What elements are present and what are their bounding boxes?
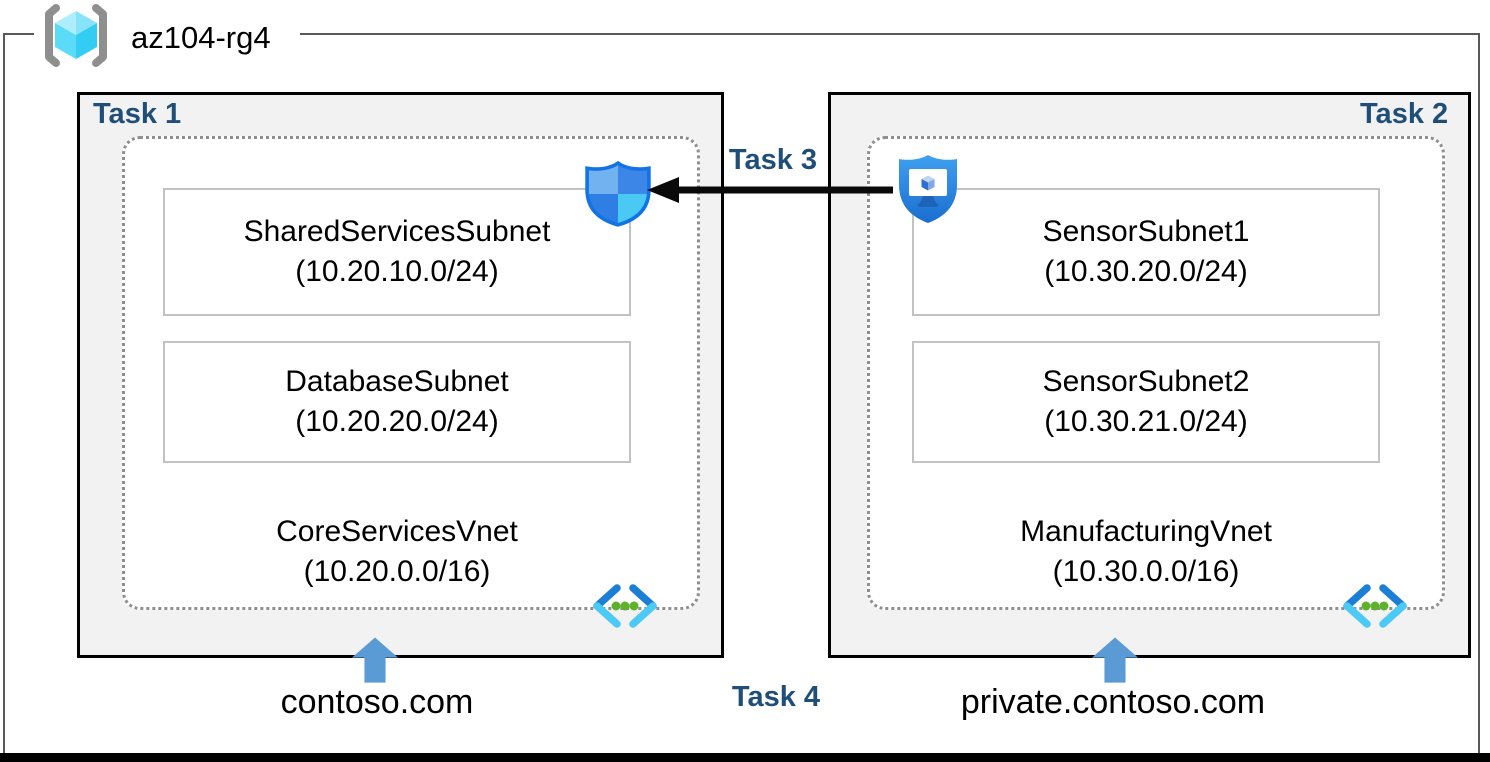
- subnet-cidr: (10.30.20.0/24): [1044, 255, 1248, 288]
- vnet-name: CoreServicesVnet: [276, 515, 518, 548]
- vnet-cidr: (10.30.0.0/16): [1052, 555, 1240, 588]
- task4-label: Task 4: [731, 681, 821, 713]
- vnet-cidr: (10.20.0.0/16): [303, 555, 491, 588]
- resource-group-name: az104-rg4: [131, 20, 271, 55]
- subnet-name: SharedServicesSubnet: [243, 215, 551, 248]
- subnet-cidr: (10.20.10.0/24): [295, 255, 499, 288]
- private-dns-zone-label: private.contoso.com: [960, 683, 1266, 721]
- virtual-network-icon: [589, 584, 661, 633]
- resource-group-icon: [40, 4, 112, 67]
- border-label-gap: [34, 30, 300, 39]
- database-subnet-box: DatabaseSubnet (10.20.20.0/24): [163, 341, 631, 463]
- task1-label: Task 1: [93, 98, 182, 130]
- virtual-network-icon: [1339, 584, 1411, 633]
- core-services-vnet-label: CoreServicesVnet (10.20.0.0/16): [163, 512, 631, 592]
- sensor-subnet2-box: SensorSubnet2 (10.30.21.0/24): [912, 341, 1380, 463]
- vnet-name: ManufacturingVnet: [1020, 515, 1272, 548]
- task3-label: Task 3: [728, 144, 818, 176]
- task2-label: Task 2: [1360, 98, 1449, 130]
- manufacturing-vnet-label: ManufacturingVnet (10.30.0.0/16): [912, 512, 1380, 592]
- resource-group-border: [3, 33, 1480, 753]
- subnet-name: DatabaseSubnet: [285, 365, 509, 398]
- shielded-vm-monitor-icon: [896, 153, 960, 230]
- peering-arrow: [645, 176, 895, 209]
- network-security-shield-icon: [584, 160, 652, 232]
- dns-zone-label: contoso.com: [280, 683, 474, 721]
- dns-up-arrow: [1091, 637, 1139, 689]
- subnet-name: SensorSubnet1: [1042, 215, 1250, 248]
- bottom-edge-bar: [0, 753, 1490, 762]
- sensor-subnet1-box: SensorSubnet1 (10.30.20.0/24): [912, 188, 1380, 316]
- dns-up-arrow: [351, 637, 399, 689]
- subnet-name: SensorSubnet2: [1042, 365, 1250, 398]
- shared-services-subnet-box: SharedServicesSubnet (10.20.10.0/24): [163, 188, 631, 316]
- subnet-cidr: (10.20.20.0/24): [295, 405, 499, 438]
- subnet-cidr: (10.30.21.0/24): [1044, 405, 1248, 438]
